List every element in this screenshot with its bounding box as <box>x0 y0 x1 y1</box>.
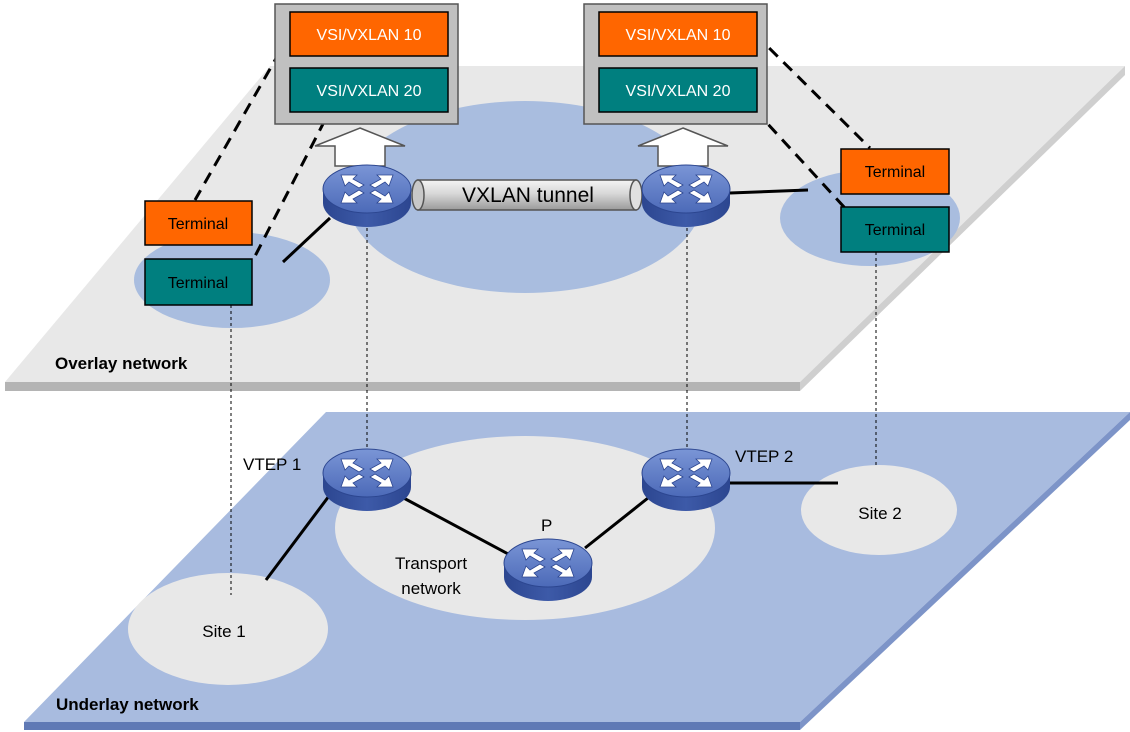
vxlan-tunnel-label: VXLAN tunnel <box>462 184 594 207</box>
terminal-right-orange <box>840 148 950 195</box>
overlay-network-label: Overlay network <box>55 354 188 373</box>
overlay-router-right-icon <box>641 164 731 228</box>
site2-label: Site 2 <box>858 504 901 523</box>
vsi-right-vxlan10-label: VSI/VXLAN 10 <box>626 27 731 44</box>
terminal-left-orange <box>144 200 253 246</box>
link-p-vtep2 <box>584 496 649 550</box>
terminal-right-teal <box>840 206 950 253</box>
link-router2-terminal-right <box>729 188 809 195</box>
vsi-box-right: VSI/VXLAN 10 VSI/VXLAN 20 <box>583 3 768 125</box>
link-vtep1-p <box>397 493 513 558</box>
overlay-router-left-icon <box>322 164 412 228</box>
site1-label: Site 1 <box>202 622 245 641</box>
vsi-left-vxlan20 <box>289 67 449 113</box>
p-router-icon <box>503 538 593 602</box>
terminal-right-orange-label: Terminal <box>865 164 925 181</box>
terminal-right-teal-label: Terminal <box>865 222 925 239</box>
vsi-left-vxlan10-label: VSI/VXLAN 10 <box>317 27 422 44</box>
underlay-network-label: Underlay network <box>56 695 199 714</box>
terminal-left-teal-label: Terminal <box>168 275 228 292</box>
transport-network-label-line2: network <box>401 579 461 598</box>
site1-ellipse <box>128 573 328 685</box>
vtep2-label: VTEP 2 <box>735 447 793 466</box>
vtep2-router-icon <box>641 448 731 512</box>
vsi-right-vxlan20-label: VSI/VXLAN 20 <box>626 83 731 100</box>
link-router1-terminal-left <box>281 216 332 264</box>
vsi-left-vxlan10 <box>289 11 449 57</box>
vxlan-tunnel: VXLAN tunnel <box>411 179 643 211</box>
plane-projection-lines <box>230 228 877 595</box>
vtep1-router-icon <box>322 448 412 512</box>
terminal-left-orange-label: Terminal <box>168 216 228 233</box>
terminal-left-teal <box>144 258 253 306</box>
vsi-left-vxlan20-label: VSI/VXLAN 20 <box>317 83 422 100</box>
vtep1-label: VTEP 1 <box>243 455 301 474</box>
vsi-mapping-lines <box>193 32 872 263</box>
transport-network-ellipse <box>335 436 715 620</box>
vsi-right-vxlan10 <box>598 11 758 57</box>
p-router-label: P <box>541 516 552 535</box>
site2-ellipse <box>801 465 957 555</box>
vsi-right-vxlan20 <box>598 67 758 113</box>
underlay-plane-edge <box>24 722 800 730</box>
transport-network-label-line1: Transport <box>395 554 467 573</box>
vsi-box-left: VSI/VXLAN 10 VSI/VXLAN 20 <box>274 3 459 125</box>
link-vtep1-site1 <box>264 491 334 581</box>
